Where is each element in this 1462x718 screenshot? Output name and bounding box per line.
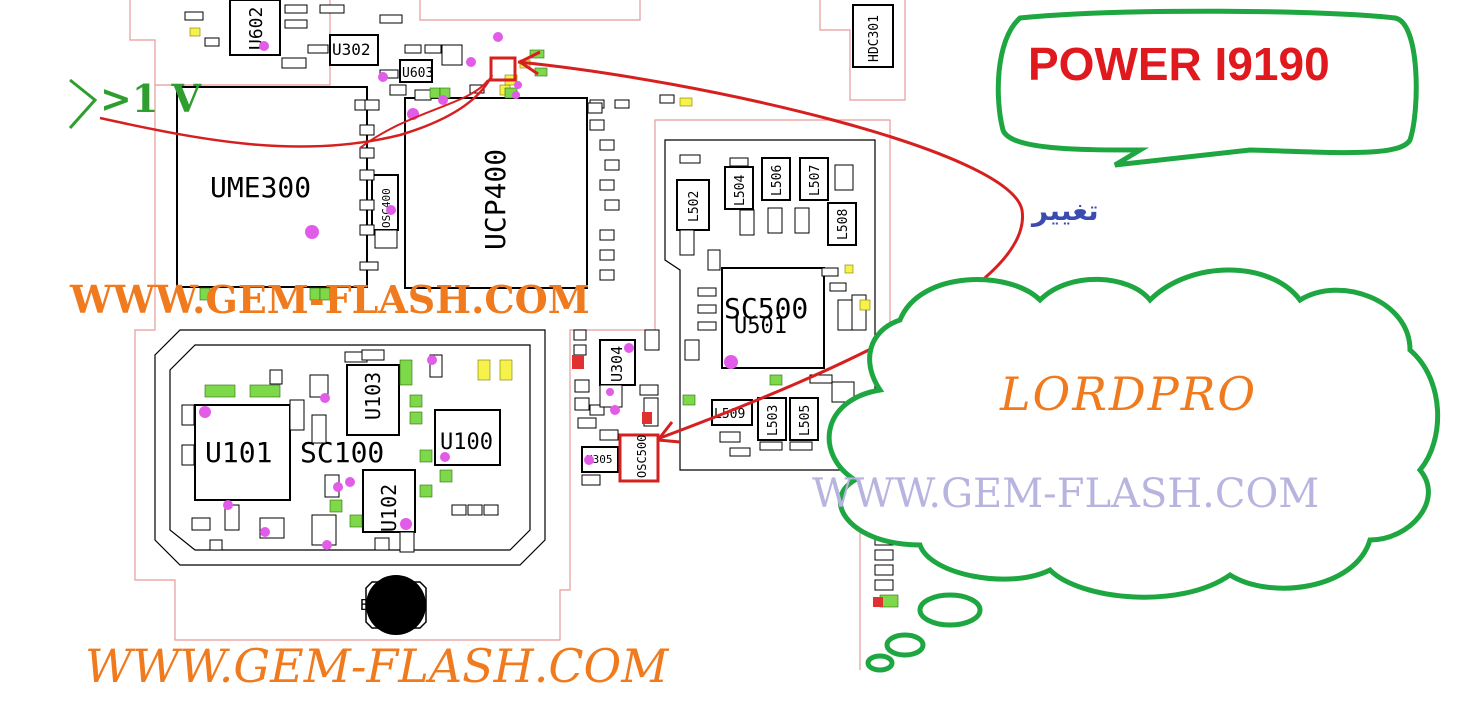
title-bubble bbox=[995, 8, 1419, 168]
chip-l502-label: L502 bbox=[687, 191, 702, 222]
chip-l505 bbox=[789, 397, 819, 441]
shield-can-lower-inner bbox=[169, 344, 531, 551]
cloud-bubble-3 bbox=[865, 653, 895, 673]
watermark-middle: WWW.GEM-FLASH.COM bbox=[812, 471, 1319, 517]
wire-1v-branch bbox=[359, 79, 489, 149]
title-text: POWER I9190 bbox=[1028, 38, 1330, 90]
chip-hdc301 bbox=[852, 4, 894, 68]
chip-sc500-label: SC500 bbox=[724, 292, 808, 325]
pad-ume300 bbox=[305, 225, 319, 239]
pad-u602 bbox=[259, 41, 269, 51]
watermark-top: WWW.GEM-FLASH.COM bbox=[69, 277, 590, 322]
chip-l508 bbox=[827, 202, 857, 246]
chip-l504-label: L504 bbox=[733, 175, 748, 206]
chip-u603-label: U603 bbox=[402, 66, 433, 81]
chip-u602 bbox=[229, 0, 281, 56]
chip-ume300-label: UME300 bbox=[210, 171, 311, 204]
shield-can-lower bbox=[154, 329, 546, 566]
voltage-label: >1 V bbox=[100, 76, 203, 121]
pad-u101 bbox=[199, 406, 211, 418]
chip-ucp400 bbox=[404, 97, 588, 289]
chip-ume300 bbox=[176, 86, 368, 288]
chip-sc500 bbox=[721, 267, 825, 369]
pad-u501 bbox=[724, 355, 738, 369]
pad-osc400 bbox=[386, 205, 396, 215]
chip-ucp400-label: UCP400 bbox=[479, 149, 512, 250]
chip-u603 bbox=[399, 59, 433, 83]
chip-u100-label: U100 bbox=[440, 430, 493, 455]
chip-l506 bbox=[761, 157, 791, 201]
watermark-bottom: WWW.GEM-FLASH.COM bbox=[85, 639, 670, 693]
board-outline-right bbox=[155, 0, 331, 86]
battery-contact-frame bbox=[365, 581, 427, 629]
arrow-head-bottom bbox=[656, 421, 681, 444]
chip-l504 bbox=[724, 166, 754, 210]
board-outline-left bbox=[129, 0, 891, 670]
cloud-bubble-2 bbox=[884, 632, 926, 658]
cloud-bubble-1 bbox=[917, 592, 983, 628]
highlight-osc500 bbox=[618, 433, 660, 483]
chip-l508-label: L508 bbox=[836, 209, 851, 240]
chip-l505-label: L505 bbox=[798, 405, 813, 436]
arabic-note: تغيير bbox=[1030, 194, 1099, 227]
wire-1v bbox=[99, 74, 494, 148]
battery-contact bbox=[366, 575, 426, 635]
pad-u100 bbox=[440, 452, 450, 462]
chip-u103-label: U103 bbox=[361, 372, 385, 420]
chip-u501-label: U501 bbox=[734, 314, 787, 339]
chip-l506-label: L506 bbox=[770, 165, 785, 196]
small-components bbox=[181, 4, 899, 608]
red-pad bbox=[873, 597, 883, 607]
pad-u304 bbox=[624, 343, 634, 353]
battery-label-6: 6 bbox=[416, 596, 425, 614]
chip-u102-label: U102 bbox=[377, 484, 401, 532]
arrow-head-top bbox=[519, 50, 541, 76]
chip-u101 bbox=[194, 404, 291, 501]
chip-l507-label: L507 bbox=[808, 165, 823, 196]
chip-u101-label: U101 bbox=[205, 436, 272, 469]
chip-l503 bbox=[757, 397, 787, 441]
chip-u302 bbox=[329, 34, 379, 66]
chip-osc500-label: OSC500 bbox=[635, 435, 649, 478]
thought-cloud bbox=[826, 267, 1441, 600]
chip-u304-label: U304 bbox=[608, 346, 626, 382]
chip-u103 bbox=[346, 364, 400, 436]
chip-u302-label: U302 bbox=[332, 40, 371, 59]
highlight-source bbox=[489, 56, 517, 82]
shield-can-right bbox=[664, 139, 876, 471]
chip-l509-label: L509 bbox=[714, 407, 745, 422]
voltage-text: >1 V bbox=[100, 76, 203, 121]
board-outline-top bbox=[419, 0, 906, 101]
pad-u102 bbox=[400, 518, 412, 530]
chip-l503-label: L503 bbox=[766, 405, 781, 436]
chip-l507 bbox=[799, 157, 829, 201]
chip-u602-label: U602 bbox=[246, 7, 267, 50]
voltage-chevron bbox=[68, 78, 98, 129]
chip-hdc301-label: HDC301 bbox=[867, 15, 882, 62]
credit-text: LORDPRO bbox=[999, 367, 1257, 421]
battery-label-b: B bbox=[360, 596, 369, 614]
